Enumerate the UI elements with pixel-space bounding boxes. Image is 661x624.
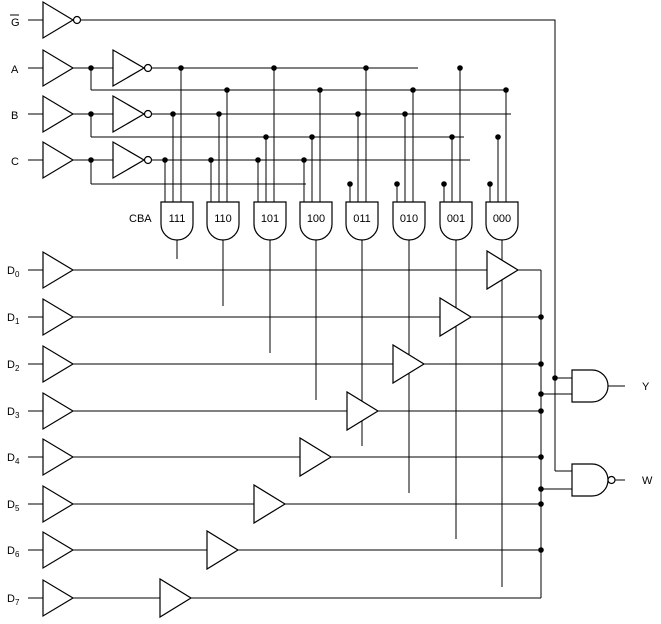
- data-row-6: D6: [7, 529, 544, 571]
- decoder-and-gate-110: 110: [206, 201, 240, 306]
- data-input-buffer: [42, 530, 75, 570]
- data-input-buffer: [42, 344, 75, 384]
- decoder-and-gate-000: 000: [485, 201, 519, 587]
- data-input-buffer: [42, 297, 75, 337]
- data-input-label: D0: [7, 265, 20, 279]
- select-bus-wiring: [73, 65, 511, 185]
- tri-state-buffer: [346, 390, 380, 432]
- decoder-and-gate-010: 010: [392, 201, 426, 493]
- data-input-buffer: [42, 250, 75, 290]
- data-input-label: D4: [7, 452, 20, 466]
- data-row-5: D5: [7, 483, 544, 525]
- data-input-buffer: [42, 437, 75, 477]
- decoder-code-label: 110: [214, 213, 232, 225]
- data-input-label: D6: [7, 545, 20, 559]
- data-input-buffer: [42, 391, 75, 431]
- input-label-c: C: [11, 156, 19, 168]
- input-label-b: B: [11, 110, 18, 122]
- decoder-and-gate-100: 100: [299, 201, 333, 400]
- decoder-code-label: 000: [493, 213, 511, 225]
- cba-label: CBA: [129, 213, 152, 225]
- data-input-label: D2: [7, 359, 20, 373]
- select-inverter-a: [112, 48, 153, 88]
- tri-state-buffer: [486, 249, 520, 291]
- data-input-label: D1: [7, 312, 20, 326]
- data-row-2: D2: [7, 343, 544, 385]
- output-nand-gate-w: [571, 463, 625, 497]
- tri-state-buffer: [299, 436, 333, 478]
- data-row-0: D0: [7, 249, 541, 291]
- select-inverter-c: [112, 140, 153, 180]
- decoder-and-gate-111: 111: [160, 201, 194, 259]
- decoder-code-label: 101: [261, 213, 279, 225]
- input-buffer-b: [28, 94, 75, 134]
- tri-state-buffer: [206, 529, 240, 571]
- data-row-4: D4: [7, 436, 544, 478]
- decoder-gates: 111 110 101 100 011 010 001 000: [160, 201, 519, 587]
- data-row-1: D1: [7, 296, 544, 338]
- data-input-label: D7: [7, 593, 20, 607]
- input-label-g: G: [11, 17, 20, 29]
- tri-state-buffer: [392, 343, 426, 385]
- tri-state-buffer: [253, 483, 287, 525]
- decoder-and-gate-011: 011: [345, 201, 379, 446]
- decoder-code-label: 001: [447, 213, 465, 225]
- output-bus: [538, 270, 572, 598]
- output-label-w: W: [642, 475, 653, 487]
- data-row-3: D3: [7, 390, 544, 432]
- decoder-and-gate-101: 101: [253, 201, 287, 353]
- output-and-gate-y: [571, 369, 625, 403]
- tri-state-buffer: [439, 296, 473, 338]
- output-label-y: Y: [642, 381, 650, 393]
- tri-state-buffer: [159, 577, 193, 619]
- input-buffer-c: [28, 140, 75, 180]
- decoder-code-label: 111: [169, 213, 186, 225]
- decoder-input-wiring: [162, 65, 509, 202]
- data-input-buffer: [42, 578, 75, 618]
- decoder-code-label: 011: [353, 213, 371, 225]
- data-row-7: D7: [7, 577, 541, 619]
- decoder-and-gate-001: 001: [439, 201, 473, 539]
- data-input-buffer: [42, 484, 75, 524]
- data-input-label: D3: [7, 406, 20, 420]
- select-inverter-b: [112, 94, 153, 134]
- input-inverter-g: [28, 0, 556, 378]
- input-label-a: A: [11, 64, 19, 76]
- decoder-code-label: 010: [400, 213, 418, 225]
- input-buffer-a: [28, 48, 75, 88]
- decoder-code-label: 100: [307, 213, 325, 225]
- data-input-label: D5: [7, 499, 20, 513]
